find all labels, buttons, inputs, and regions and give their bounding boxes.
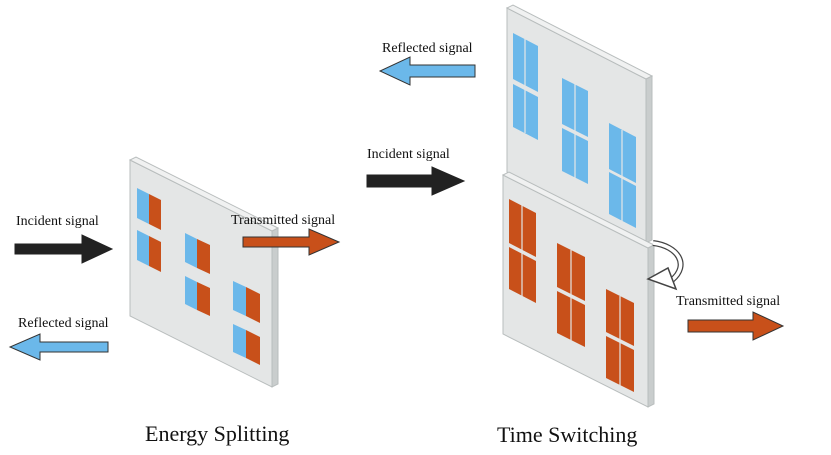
ts-caption: Time Switching — [497, 422, 637, 447]
ts-reflect-elements — [513, 33, 636, 228]
es-reflected-arrow — [8, 333, 109, 361]
es-element-5 — [233, 281, 260, 323]
es-transmitted-arrow — [242, 228, 341, 256]
es-caption: Energy Splitting — [145, 421, 289, 446]
es-reflected-label: Reflected signal — [18, 316, 109, 331]
es-element-2 — [137, 230, 161, 272]
es-element-3 — [185, 233, 210, 274]
time-switching-group: Reflected signal Incident signal Transmi… — [366, 4, 785, 447]
es-incident-arrow — [14, 234, 114, 264]
es-transmitted-label: Transmitted signal — [231, 213, 335, 228]
ts-transmitted-label: Transmitted signal — [676, 294, 780, 309]
energy-splitting-group: Incident signal Transmitted signal Refle… — [8, 156, 341, 446]
curved-arrow-icon — [646, 240, 684, 291]
es-element-4 — [185, 276, 210, 316]
ts-reflected-arrow — [378, 56, 476, 86]
es-element-6 — [233, 324, 260, 365]
ts-transmit-elements — [509, 199, 634, 392]
ts-reflected-label: Reflected signal — [382, 41, 473, 56]
ts-incident-arrow — [366, 166, 466, 196]
ts-incident-label: Incident signal — [367, 147, 450, 162]
ts-transmitted-arrow — [687, 311, 785, 341]
es-element-1 — [137, 188, 161, 230]
es-incident-label: Incident signal — [16, 214, 99, 229]
